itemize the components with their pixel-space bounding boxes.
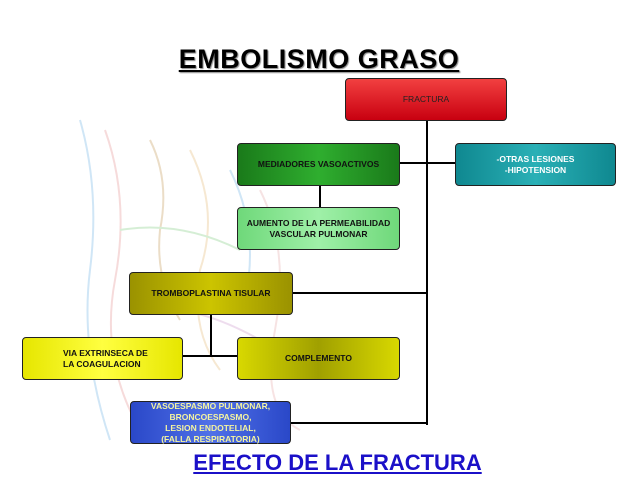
mediadores-node: MEDIADORES VASOACTIVOS xyxy=(237,143,400,186)
otras-lesiones-label: -OTRAS LESIONES -HIPOTENSION xyxy=(496,153,575,175)
permeabilidad-label: AUMENTO DE LA PERMEABILIDAD VASCULAR PUL… xyxy=(246,217,391,239)
complemento-node: COMPLEMENTO xyxy=(237,337,400,380)
page-title: EMBOLISMO GRASO xyxy=(178,44,460,74)
footer-caption: EFECTO DE LA FRACTURA xyxy=(193,450,482,475)
permeabilidad-node: AUMENTO DE LA PERMEABILIDAD VASCULAR PUL… xyxy=(237,207,400,250)
via-extrinseca-label: VIA EXTRINSECA DE LA COAGULACION xyxy=(63,347,148,369)
otras-lesiones-node: -OTRAS LESIONES -HIPOTENSION xyxy=(455,143,616,186)
fractura-label: FRACTURA xyxy=(402,94,450,104)
tromboplastina-label: TROMBOPLASTINA TISULAR xyxy=(151,288,271,298)
tromboplastina-node: TROMBOPLASTINA TISULAR xyxy=(129,272,293,315)
vasoespasmo-node: VASOESPASMO PULMONAR, BRONCOESPASMO, LES… xyxy=(130,401,291,444)
mediadores-label: MEDIADORES VASOACTIVOS xyxy=(257,159,380,169)
via-extrinseca-node: VIA EXTRINSECA DE LA COAGULACION xyxy=(22,337,183,380)
vasoespasmo-label: VASOESPASMO PULMONAR, BRONCOESPASMO, LES… xyxy=(150,400,271,444)
fractura-node: FRACTURA xyxy=(345,78,507,121)
complemento-label: COMPLEMENTO xyxy=(285,353,352,363)
